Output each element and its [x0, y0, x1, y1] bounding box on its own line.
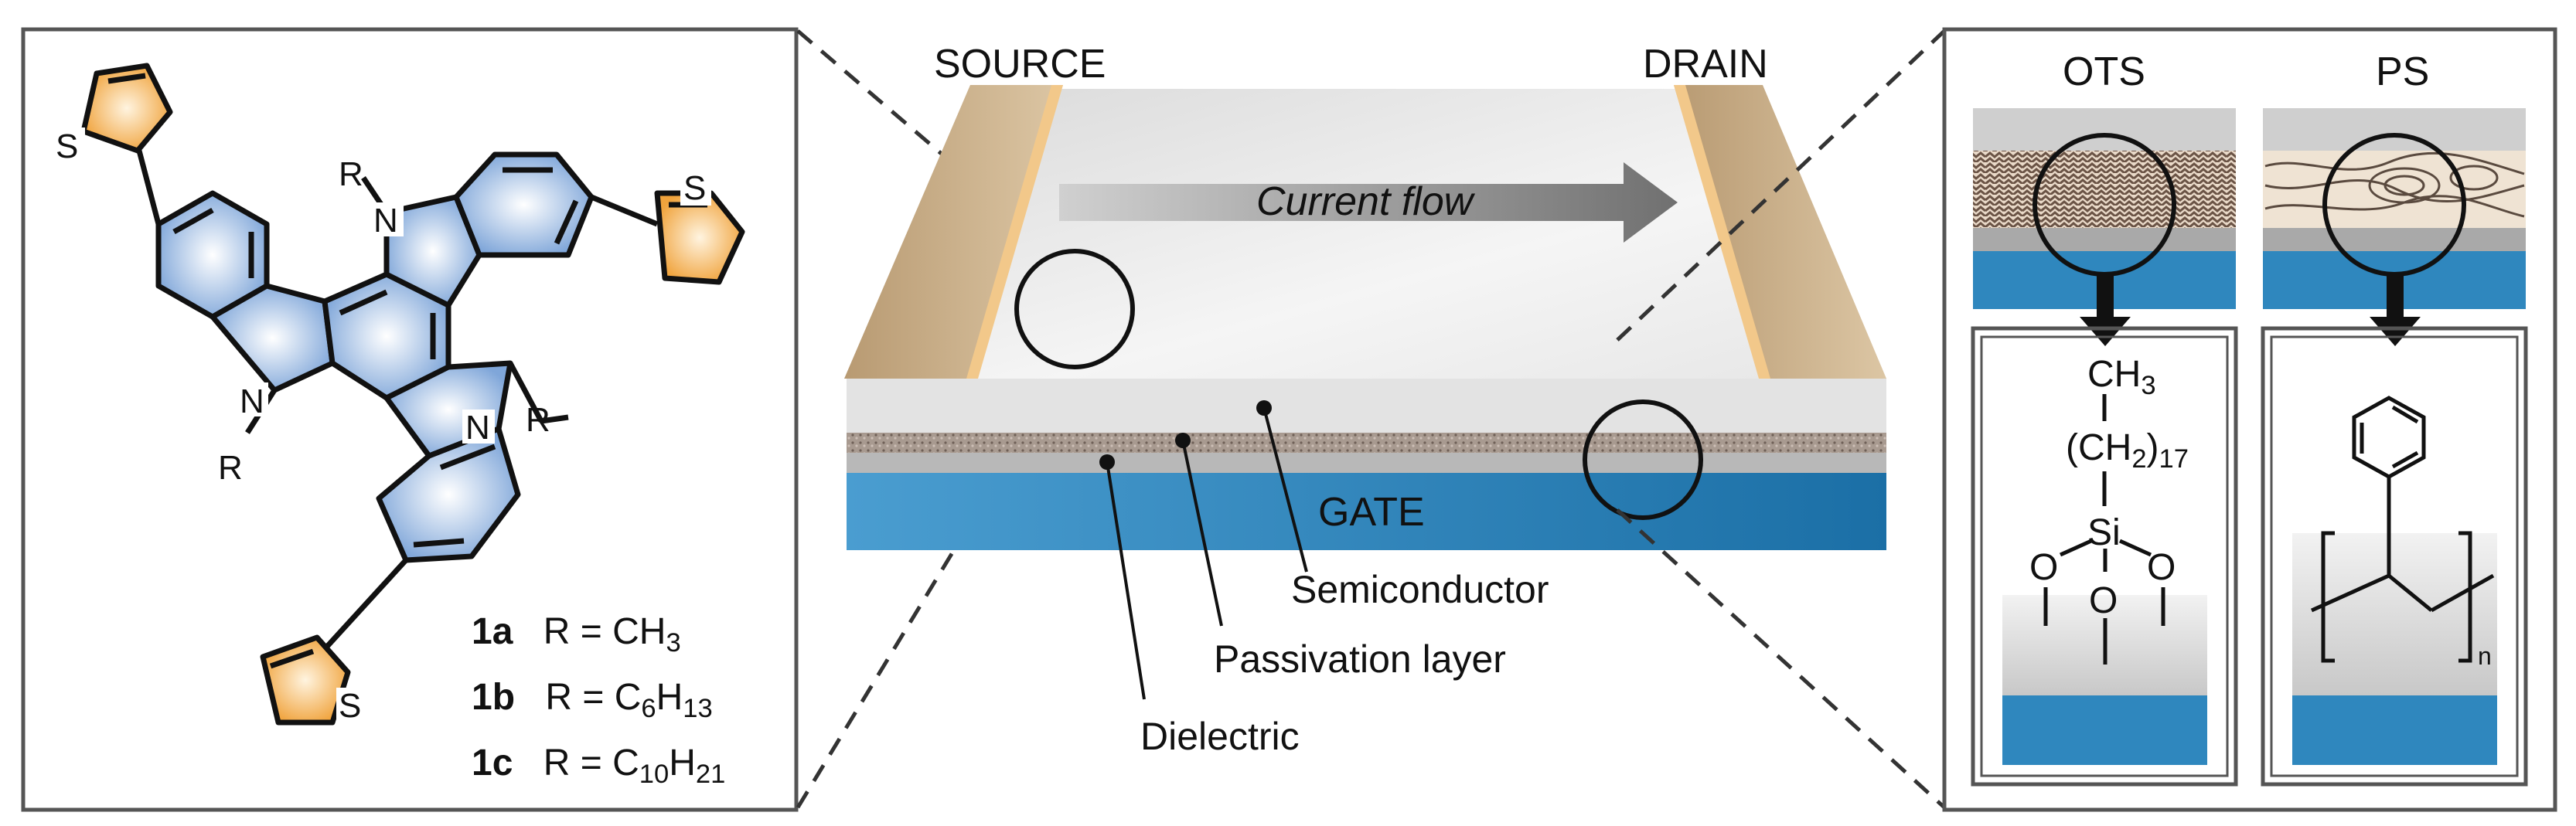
ps-repeat-n: n: [2478, 642, 2492, 670]
compound-legend: 1a R = CH3 1b R = C6H13 1c R = C10H21: [472, 611, 725, 789]
atom-s-bottom: S: [339, 687, 361, 725]
compound-1a: 1a R = CH3: [472, 611, 681, 658]
passivation-dot: [1175, 433, 1191, 448]
molecule-structure: [80, 63, 745, 726]
atom-n-top: N: [373, 202, 398, 240]
layer-callouts: [1106, 407, 1308, 700]
ots-ch3: CH3: [2087, 354, 2156, 400]
semiconductor-dot: [1256, 400, 1272, 416]
zoom-lines-right: [1616, 29, 1946, 809]
current-flow-label: Current flow: [1256, 179, 1476, 224]
dielectric-label: Dielectric: [1140, 715, 1300, 758]
pyrrole-ring: [210, 283, 336, 393]
ots-o-right: O: [2147, 547, 2176, 588]
atom-s-top-left: S: [56, 127, 78, 165]
ots-arrow: [2080, 317, 2131, 346]
semiconductor-layer: [847, 379, 1886, 433]
ps-formula-box: n: [2261, 326, 2528, 787]
compound-1c: 1c R = C10H21: [472, 743, 725, 789]
magnifier-circle-right: [1583, 399, 1703, 520]
atom-n-left: N: [240, 382, 264, 420]
benzo-ring: [376, 426, 521, 563]
drain-label: DRAIN: [1643, 42, 1768, 87]
atom-s-right: S: [683, 169, 706, 207]
ps-arrow: [2370, 317, 2421, 346]
atom-n-right: N: [465, 409, 490, 447]
dielectric-dot: [1099, 454, 1115, 470]
ots-stack: [1973, 108, 2236, 346]
ots-ch2-chain: (CH2)17: [2066, 427, 2189, 474]
r-group-top: R: [339, 155, 363, 193]
source-electrode-edge: [966, 85, 1063, 379]
molecule-panel: S S S N R N R N R 1a R = CH3 1b R = C6H1…: [21, 27, 799, 812]
source-label: SOURCE: [934, 42, 1106, 87]
r-group-right: R: [526, 401, 550, 439]
drain-electrode-edge: [1674, 85, 1770, 379]
passivation-panel: OTS PS: [1942, 27, 2557, 812]
thiophene-ring: [80, 63, 173, 154]
device-schematic: Current flow SOURCE DRAIN GATE Semicondu…: [844, 42, 1886, 758]
semiconductor-label: Semiconductor: [1291, 568, 1549, 611]
ps-label: PS: [2376, 49, 2429, 94]
current-flow-arrow: [1059, 162, 1678, 243]
atom-labels: S S S N R N R N R: [54, 127, 711, 725]
passivation-label: Passivation layer: [1214, 637, 1506, 681]
ots-si: Si: [2087, 512, 2121, 553]
ps-stack: [2263, 108, 2526, 346]
r-group-left: R: [218, 449, 243, 487]
drain-electrode: [1674, 85, 1886, 379]
ots-formula-box: CH3 (CH2)17 Si O O O: [1971, 326, 2238, 787]
ots-o-left: O: [2029, 547, 2058, 588]
gate-label: GATE: [1318, 490, 1425, 535]
ots-label: OTS: [2063, 49, 2145, 94]
gate-layer: [847, 473, 1886, 550]
magnifier-circle-left: [1014, 249, 1135, 369]
ots-o-center: O: [2089, 580, 2118, 621]
semiconductor-top-surface: [847, 89, 1886, 379]
compound-1b: 1b R = C6H13: [472, 677, 713, 723]
passivation-layer: [847, 433, 1886, 453]
source-electrode: [844, 85, 1063, 379]
dielectric-layer: [847, 453, 1886, 473]
